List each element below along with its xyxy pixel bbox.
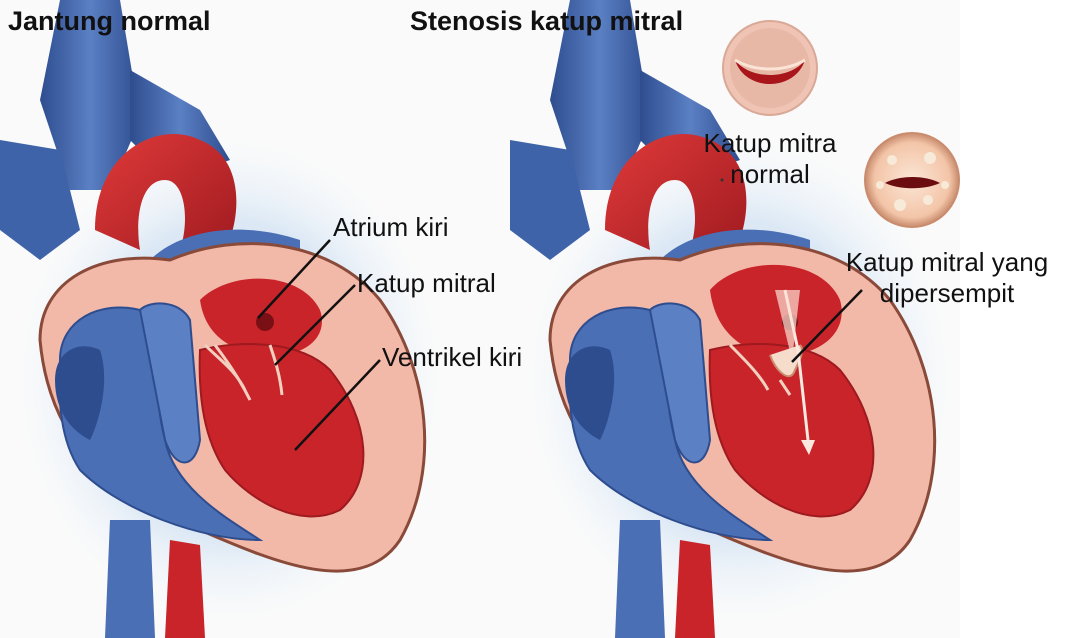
mitral-valve-chordae [203,343,284,401]
atrium-leader-line [257,239,331,319]
descending-aorta [165,540,205,638]
label-left-atrium: Atrium kiri [333,212,449,242]
pulmonary-vein-left [510,140,590,260]
aortic-arch [95,134,237,260]
left-ventricle [198,343,365,518]
inferior-vena-cava [615,520,665,638]
aortic-arch [605,134,747,260]
label-narrowed-valve: Katup mitral yang dipersempit [822,247,1072,309]
right-ventricle [58,306,264,542]
flow-jet [775,290,800,360]
stenotic-valve-inset [864,132,960,228]
pulmonary-vein-left [0,140,80,260]
label-normal-valve-line1: Katup mitra [703,128,837,158]
label-normal-valve-line2: normal [730,159,810,190]
descending-aorta [675,540,715,638]
superior-vena-cava [550,0,650,190]
label-narrowed-valve-line2: dipersempit [879,278,1015,309]
left-atrium-enlarged [710,264,842,356]
atrium-opening [256,313,274,331]
flow-arrowhead [801,440,815,455]
label-left-ventricle: Ventrikel kiri [382,342,523,372]
label-mitral-valve: Katup mitral [357,268,496,298]
white-margin [960,0,1080,638]
label-narrowed-valve-line1: Katup mitral yang [845,247,1049,277]
valve-leader-line [274,284,356,366]
label-normal-valve: Katup mitra normal [700,128,840,190]
left-ventricle [708,343,875,518]
right-ventricle [568,306,774,542]
right-atrium [565,346,615,440]
normal-heart [0,0,440,638]
narrowed-valve-leader-line [791,289,863,363]
title-mitral-stenosis: Stenosis katup mitral [410,6,684,36]
septum-blue [138,302,202,464]
right-atrium [55,346,105,440]
inferior-vena-cava [105,520,155,638]
title-normal-heart: Jantung normal [8,6,211,36]
mitral-valve-chordae [728,343,792,396]
septum-blue [648,302,712,464]
normal-valve-inset [722,20,818,116]
superior-vena-cava [40,0,140,190]
stenosis-heart [510,0,950,638]
ventricle-leader-line [294,359,381,451]
